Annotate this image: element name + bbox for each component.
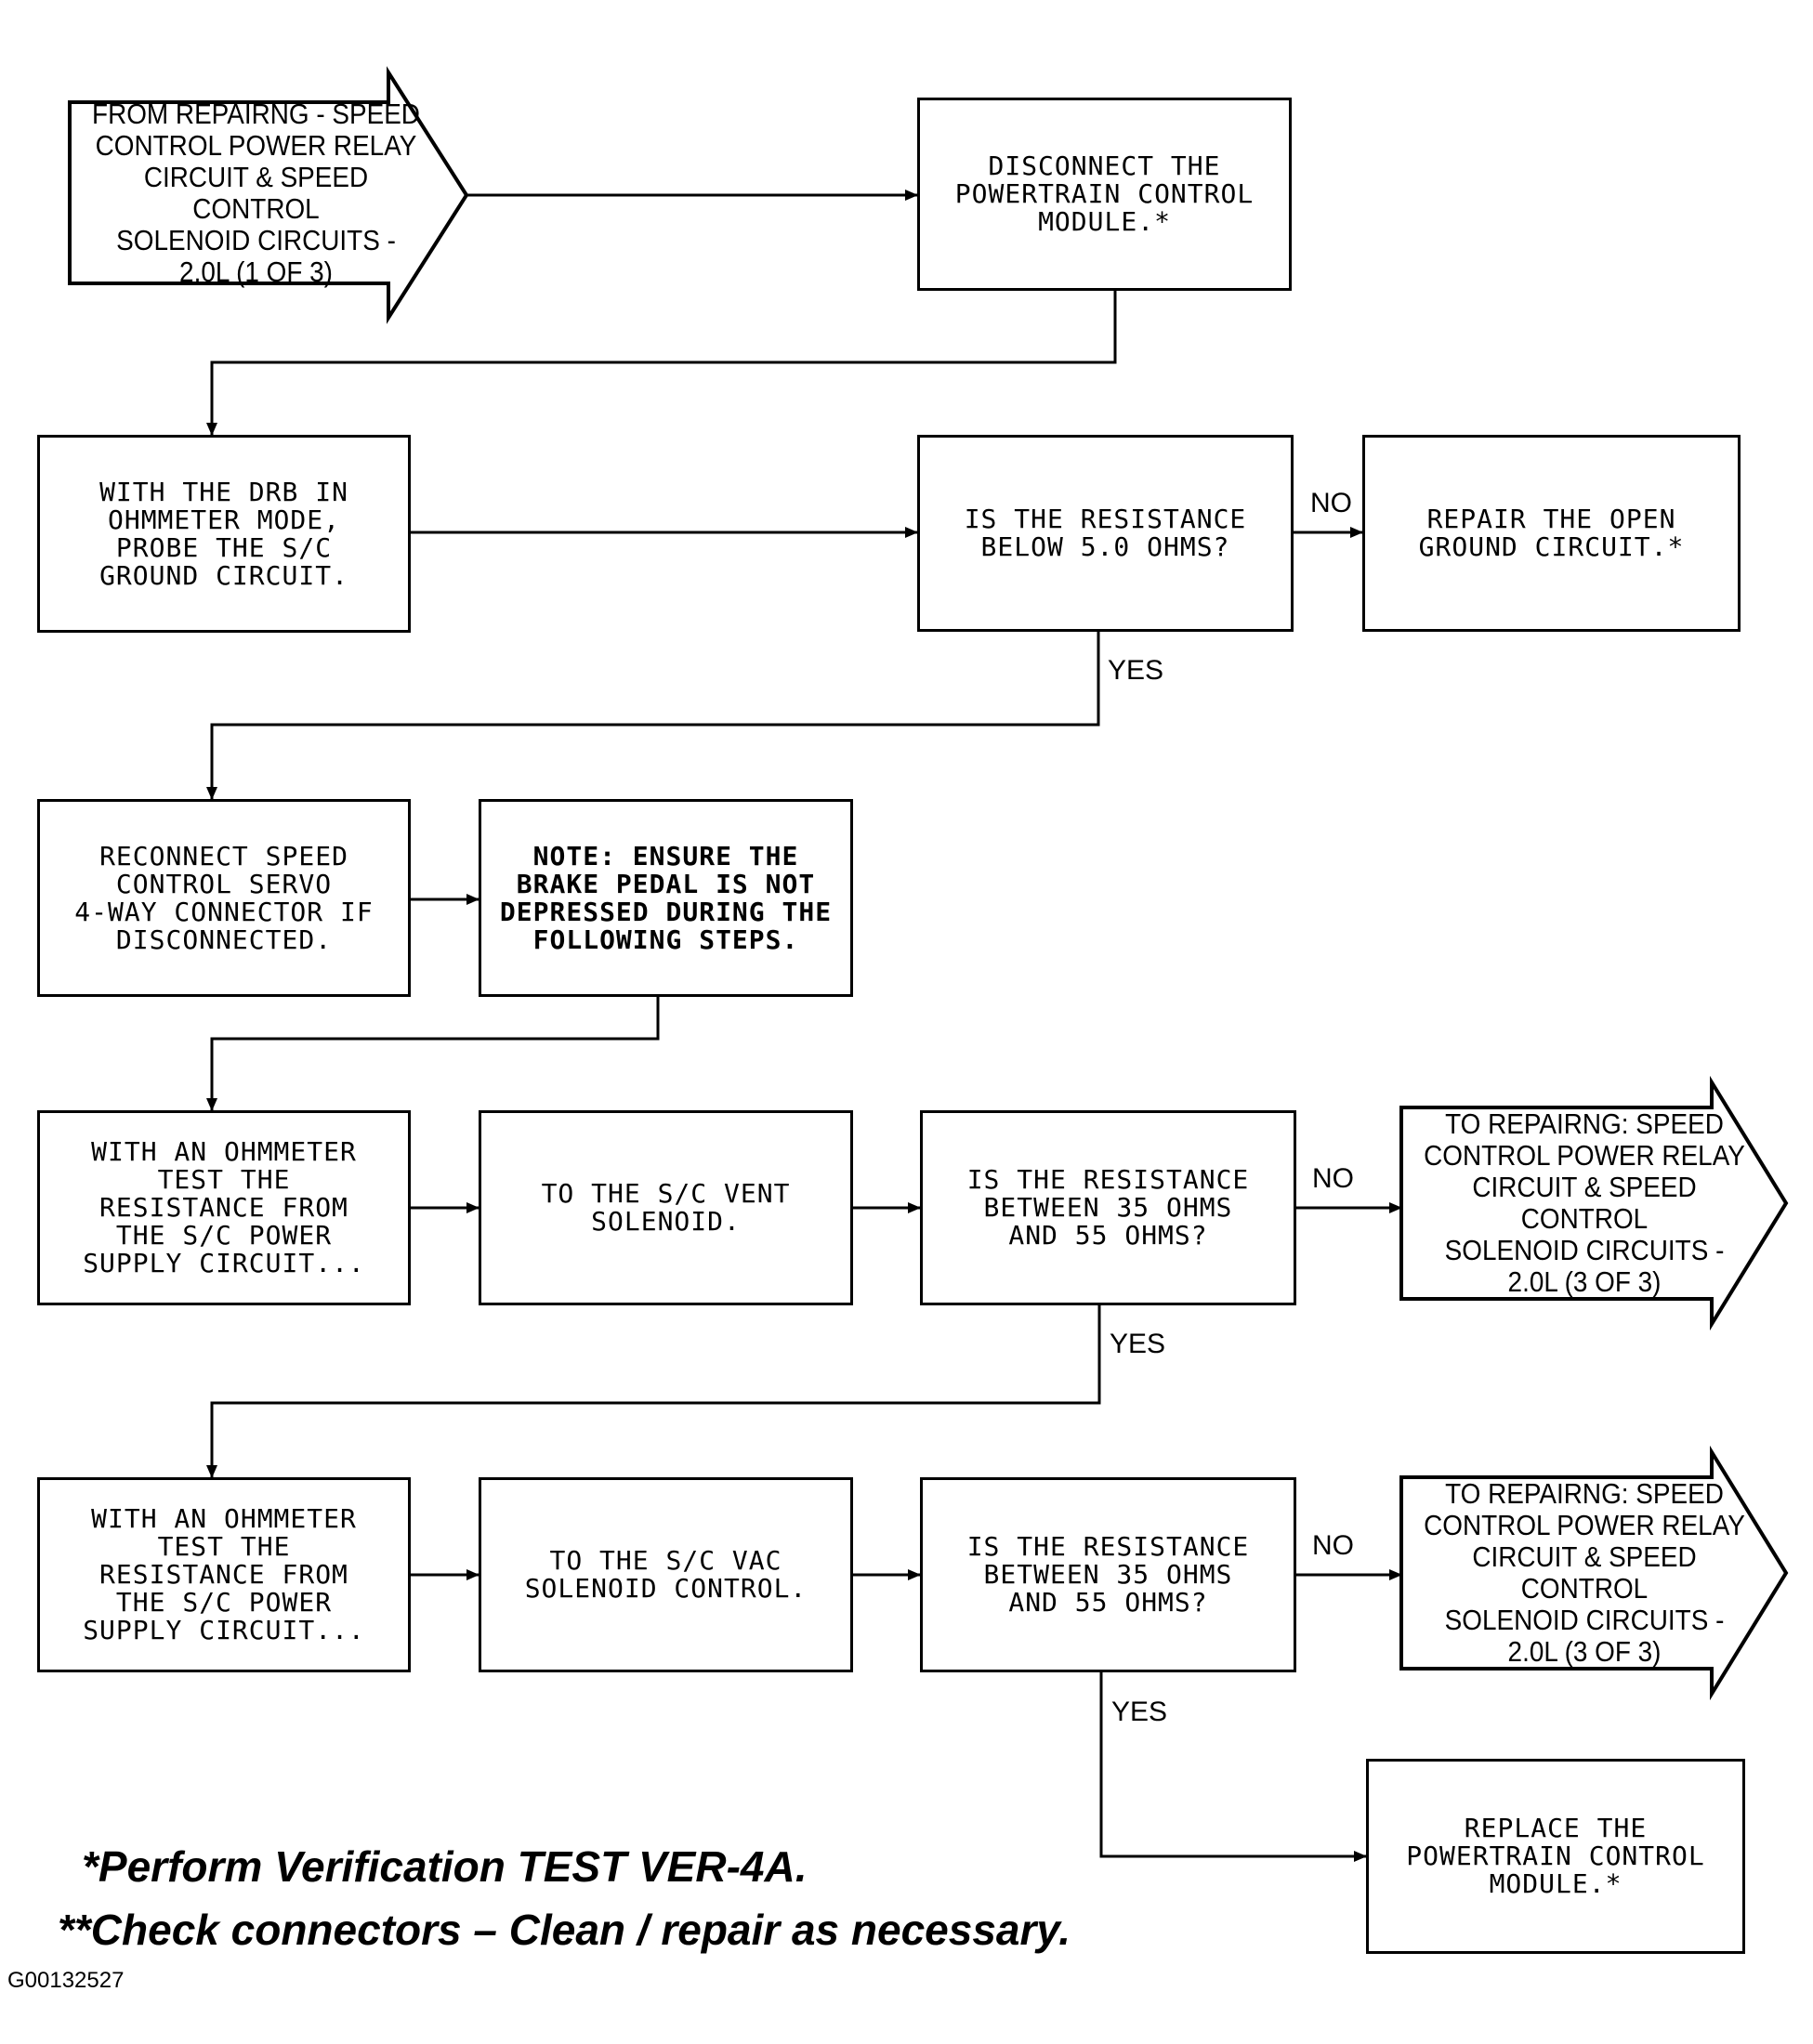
label-yes-vac: YES	[1111, 1697, 1168, 1727]
connector-qvent-yes	[206, 1305, 1101, 1478]
step-disconnect-pcm: DISCONNECT THE POWERTRAIN CONTROL MODULE…	[917, 98, 1292, 291]
step-repair-open-ground-text: REPAIR THE OPEN GROUND CIRCUIT.*	[1418, 504, 1685, 562]
step-test-vent-2-text: TO THE S/C VENT SOLENOID.	[541, 1178, 791, 1237]
label-yes-vent: YES	[1110, 1329, 1166, 1359]
step-probe-ground-text: WITH THE DRB IN OHMMETER MODE, PROBE THE…	[99, 476, 348, 591]
step-test-vac-2-text: TO THE S/C VAC SOLENOID CONTROL.	[524, 1545, 808, 1604]
vac-goto-arrow-text: TO REPAIRNG: SPEED CONTROL POWER RELAY C…	[1424, 1477, 1745, 1668]
question-resistance-below-5-text: IS THE RESISTANCE BELOW 5.0 OHMS?	[964, 504, 1247, 562]
note-brake-pedal: NOTE: ENSURE THE BRAKE PEDAL IS NOT DEPR…	[479, 799, 853, 997]
step-probe-ground: WITH THE DRB IN OHMMETER MODE, PROBE THE…	[37, 435, 411, 633]
start-arrow-label: FROM REPAIRNG - SPEED CONTROL POWER RELA…	[72, 98, 440, 287]
connector-note-to-vent-test	[206, 997, 660, 1111]
question-vent-resistance: IS THE RESISTANCE BETWEEN 35 OHMS AND 55…	[920, 1110, 1296, 1305]
label-no-vac: NO	[1312, 1530, 1354, 1561]
step-test-vent-1-text: WITH AN OHMMETER TEST THE RESISTANCE FRO…	[83, 1136, 365, 1278]
figure-code: G00132527	[7, 1968, 125, 1993]
connector-question-yes	[206, 632, 1100, 800]
step-test-vent-1: WITH AN OHMMETER TEST THE RESISTANCE FRO…	[37, 1110, 411, 1305]
connector-disconnect-to-probe	[206, 291, 1117, 436]
step-test-vac-1: WITH AN OHMMETER TEST THE RESISTANCE FRO…	[37, 1477, 411, 1672]
vent-goto-arrow-label: TO REPAIRNG: SPEED CONTROL POWER RELAY C…	[1399, 1108, 1770, 1298]
connector-qvac-yes	[1099, 1672, 1367, 1862]
question-vac-resistance: IS THE RESISTANCE BETWEEN 35 OHMS AND 55…	[920, 1477, 1296, 1672]
vent-goto-block-arrow	[1399, 1075, 1789, 1331]
label-no-vent: NO	[1312, 1163, 1354, 1194]
vent-goto-arrow-text: TO REPAIRNG: SPEED CONTROL POWER RELAY C…	[1424, 1107, 1745, 1298]
label-no-resistance: NO	[1310, 488, 1352, 518]
step-reconnect-servo: RECONNECT SPEED CONTROL SERVO 4-WAY CONN…	[37, 799, 411, 997]
step-reconnect-servo-text: RECONNECT SPEED CONTROL SERVO 4-WAY CONN…	[74, 840, 374, 955]
footnote-check-connectors: **Check connectors – Clean / repair as n…	[58, 1906, 1071, 1954]
start-block-arrow	[68, 66, 469, 324]
start-arrow-text: FROM REPAIRNG - SPEED CONTROL POWER RELA…	[92, 97, 420, 288]
question-vent-resistance-text: IS THE RESISTANCE BETWEEN 35 OHMS AND 55…	[966, 1164, 1250, 1251]
label-yes-resistance: YES	[1108, 655, 1164, 686]
step-test-vent-2: TO THE S/C VENT SOLENOID.	[479, 1110, 853, 1305]
footnote-verification: *Perform Verification TEST VER-4A.	[82, 1842, 808, 1891]
vac-goto-arrow-label: TO REPAIRNG: SPEED CONTROL POWER RELAY C…	[1399, 1478, 1770, 1668]
step-repair-open-ground: REPAIR THE OPEN GROUND CIRCUIT.*	[1362, 435, 1741, 632]
step-disconnect-pcm-text: DISCONNECT THE POWERTRAIN CONTROL MODULE…	[954, 151, 1255, 237]
question-resistance-below-5: IS THE RESISTANCE BELOW 5.0 OHMS?	[917, 435, 1294, 632]
step-replace-pcm: REPLACE THE POWERTRAIN CONTROL MODULE.*	[1366, 1759, 1745, 1954]
step-replace-pcm-text: REPLACE THE POWERTRAIN CONTROL MODULE.*	[1406, 1813, 1705, 1899]
step-test-vac-1-text: WITH AN OHMMETER TEST THE RESISTANCE FRO…	[83, 1503, 365, 1645]
note-brake-pedal-text: NOTE: ENSURE THE BRAKE PEDAL IS NOT DEPR…	[499, 840, 833, 955]
vac-goto-block-arrow	[1399, 1445, 1789, 1701]
step-test-vac-2: TO THE S/C VAC SOLENOID CONTROL.	[479, 1477, 853, 1672]
question-vac-resistance-text: IS THE RESISTANCE BETWEEN 35 OHMS AND 55…	[966, 1531, 1250, 1618]
